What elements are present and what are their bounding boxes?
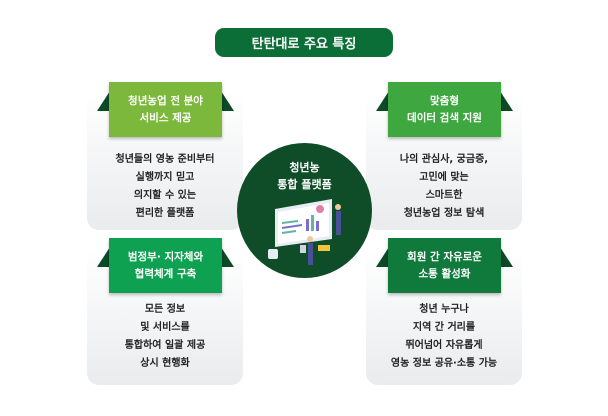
ribbon-fold — [221, 247, 234, 267]
ribbon-fold — [221, 91, 234, 111]
dashboard-illustration-icon — [267, 199, 341, 265]
ribbon-fold — [97, 91, 110, 111]
ribbon-fold — [500, 91, 513, 111]
ribbon-fold — [376, 247, 389, 267]
ribbon-fold — [500, 247, 513, 267]
center-circle: 청년농 통합 플랫폼 — [237, 143, 372, 278]
ribbon-fold — [97, 247, 110, 267]
title-pill: 탄탄대로 주요 특징 — [215, 28, 393, 57]
ribbon-fold — [376, 91, 389, 111]
